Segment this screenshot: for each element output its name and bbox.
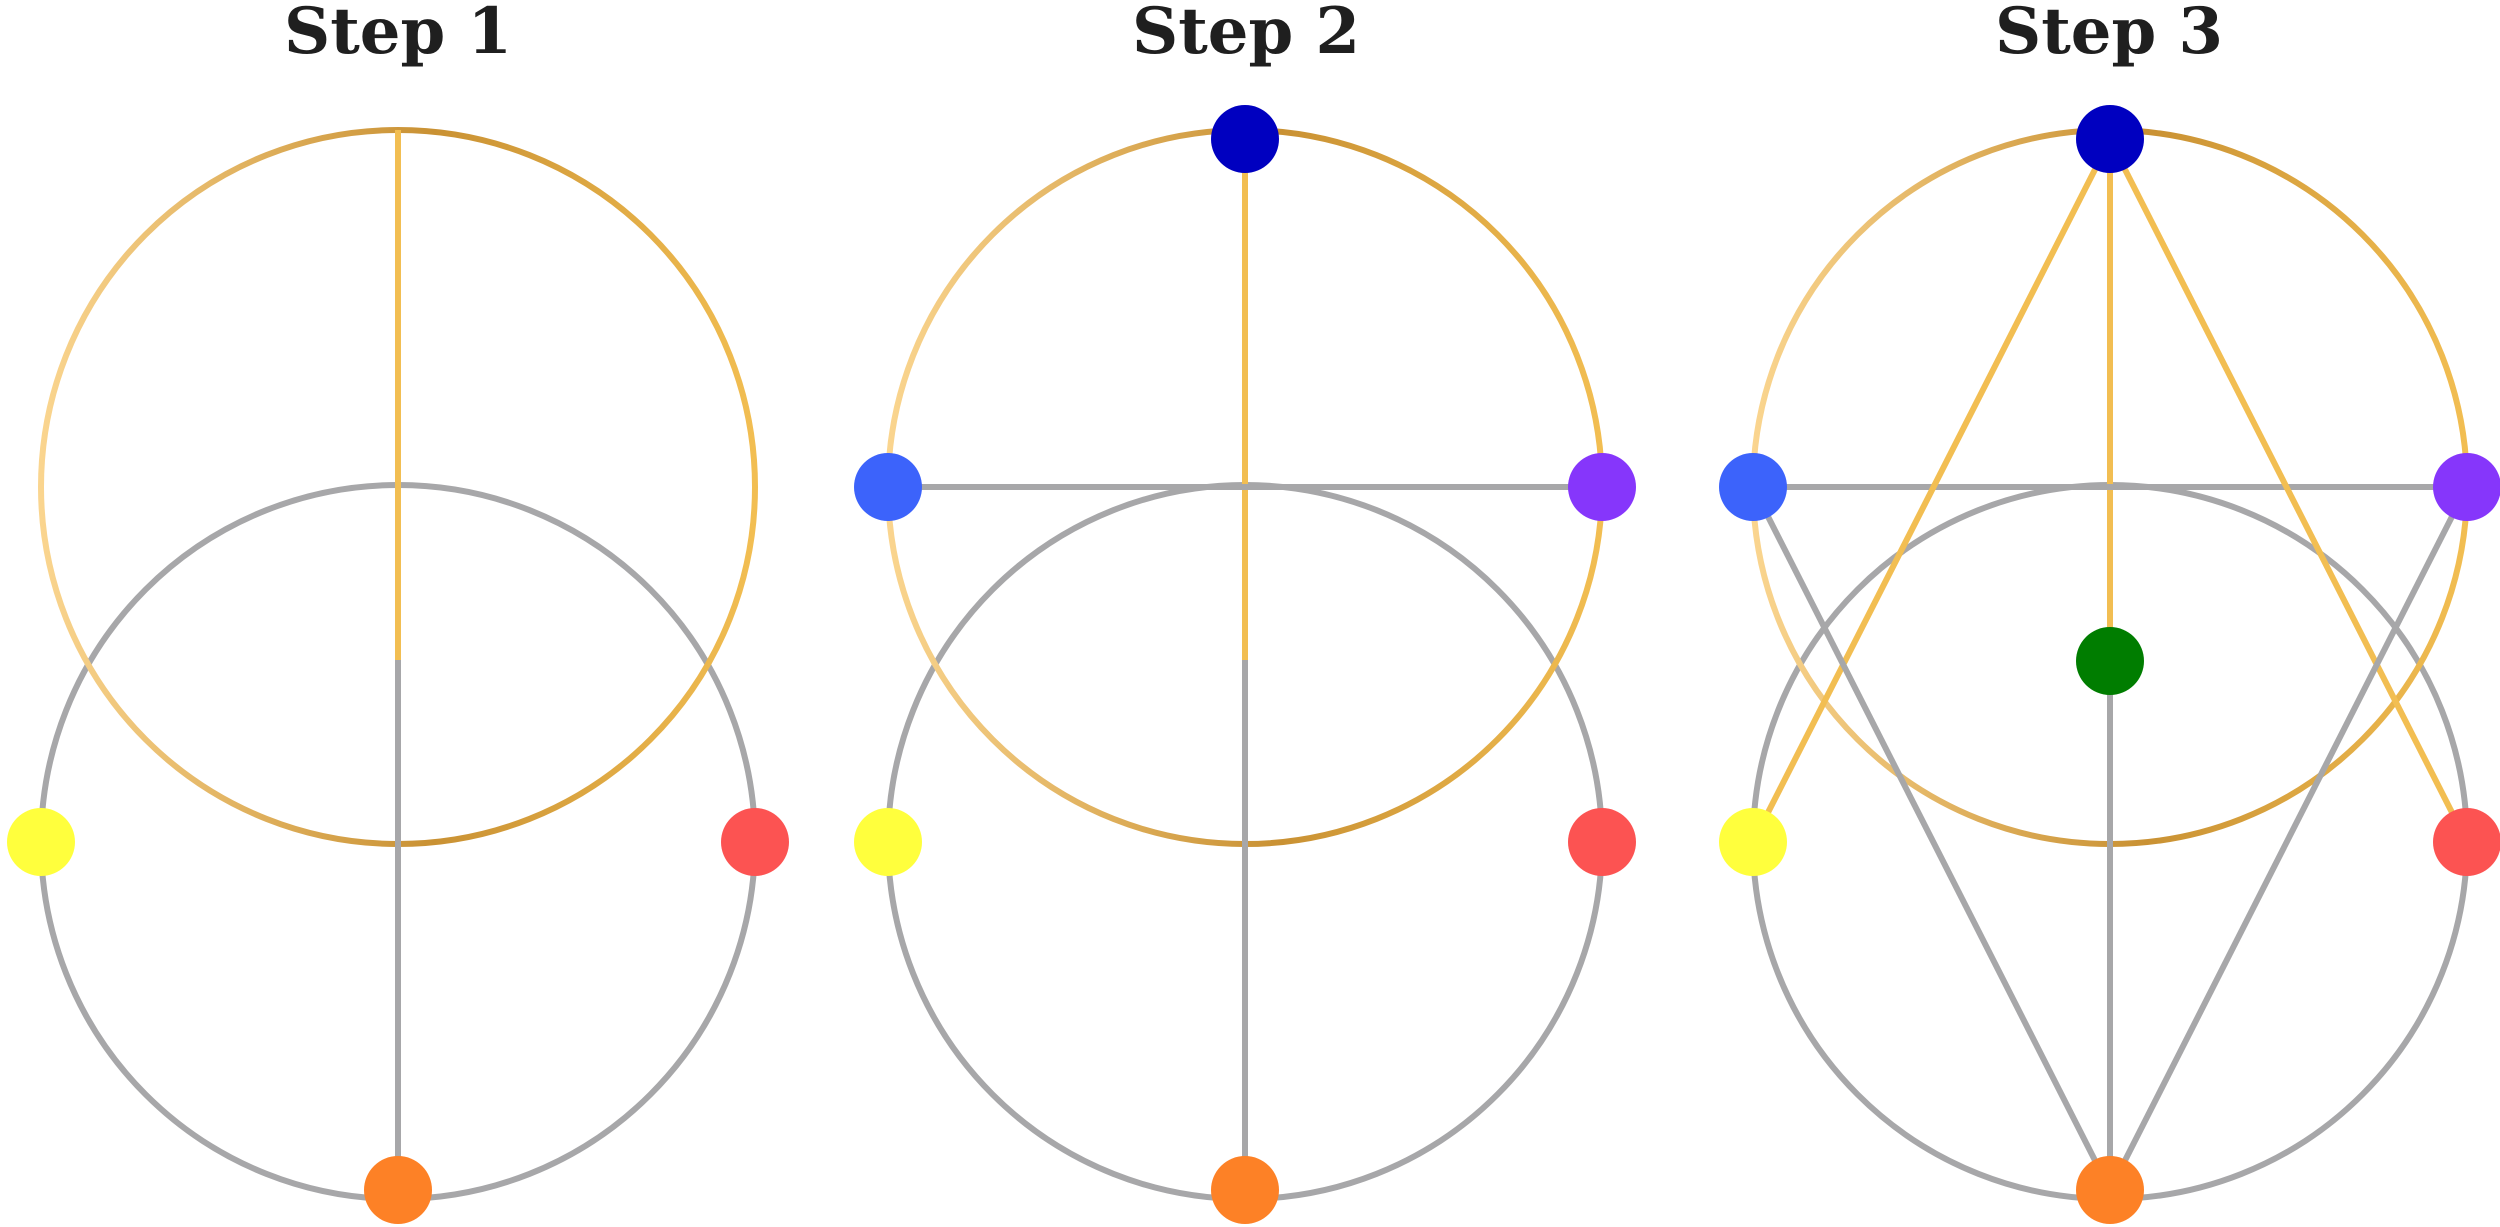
red-node (2433, 808, 2500, 876)
red-node (1568, 808, 1636, 876)
upward-triangle-right (2107, 138, 2470, 844)
step-2-title: Step 2 (1131, 0, 1361, 69)
navy-node (2076, 105, 2144, 173)
green-node (2076, 627, 2144, 695)
yellow-node (1719, 808, 1787, 876)
navy-node (1211, 105, 1279, 173)
yellow-node (854, 808, 922, 876)
yellow-node (7, 808, 75, 876)
step-1-title: Step 1 (283, 0, 513, 69)
step-2-diagram (854, 105, 1636, 1224)
purple-node (1568, 453, 1636, 521)
step-3-diagram (1719, 105, 2500, 1224)
red-node (721, 808, 789, 876)
blue-node (1719, 453, 1787, 521)
orange-node (364, 1156, 432, 1224)
step-1-diagram (7, 127, 789, 1224)
downward-triangle-left (1750, 485, 2113, 1192)
blue-node (854, 453, 922, 521)
upward-triangle-left (1750, 138, 2113, 844)
orange-node (2076, 1156, 2144, 1224)
purple-node (2433, 453, 2500, 521)
orange-node (1211, 1156, 1279, 1224)
downward-triangle-right (2107, 485, 2470, 1192)
step-3-title: Step 3 (1994, 0, 2224, 69)
